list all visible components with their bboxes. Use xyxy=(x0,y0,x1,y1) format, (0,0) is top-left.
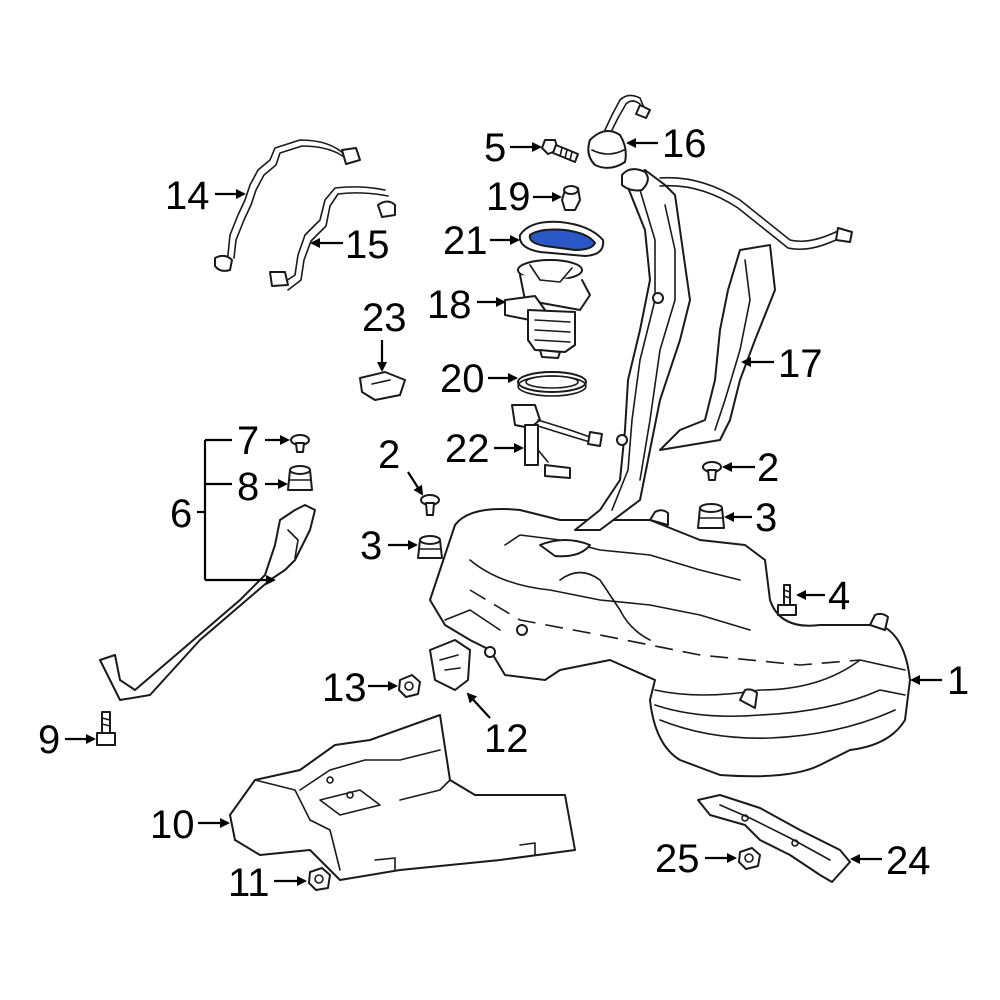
callout-17: 17 xyxy=(741,342,823,386)
bolt-part-4[interactable] xyxy=(777,584,797,616)
callout-label: 14 xyxy=(165,174,210,218)
bushing-part-8[interactable] xyxy=(287,465,313,491)
callout-label: 8 xyxy=(237,465,259,509)
callout-label: 17 xyxy=(778,342,823,386)
callout-10: 10 xyxy=(150,803,230,847)
callout-label: 16 xyxy=(662,122,707,166)
callout-24: 24 xyxy=(850,839,931,883)
heat-shield-part-24[interactable] xyxy=(697,794,851,883)
callout-7: 7 xyxy=(237,419,290,463)
bushing-part-3-right[interactable] xyxy=(697,503,725,529)
callout-13: 13 xyxy=(322,666,398,710)
callout-label: 20 xyxy=(440,357,485,401)
bushing-part-3-left[interactable] xyxy=(417,535,443,559)
callout-label: 2 xyxy=(757,446,779,490)
wire-harness-part-15[interactable] xyxy=(269,186,396,291)
clip-part-23[interactable] xyxy=(359,371,406,401)
callout-9: 9 xyxy=(38,718,96,762)
valve-part-19[interactable] xyxy=(561,185,581,211)
nut-part-13[interactable] xyxy=(398,674,421,698)
callout-label: 15 xyxy=(345,223,390,267)
callout-22: 22 xyxy=(445,427,524,471)
bolt-part-9[interactable] xyxy=(96,711,116,746)
callout-label: 5 xyxy=(484,126,506,170)
callout-label: 2 xyxy=(378,433,400,477)
callout-label: 11 xyxy=(228,861,270,905)
bolt-part-7[interactable] xyxy=(290,434,310,453)
shield-part-10[interactable] xyxy=(229,714,576,881)
callout-20: 20 xyxy=(440,357,518,401)
callout-label: 21 xyxy=(443,219,488,263)
filler-pipe-part-17[interactable] xyxy=(574,168,853,531)
callout-label: 23 xyxy=(362,296,407,340)
callout-12: 12 xyxy=(466,692,529,761)
callout-label: 12 xyxy=(484,717,529,761)
callout-2b: 2 xyxy=(722,446,779,490)
callout-2a: 2 xyxy=(378,433,424,496)
callout-label: 4 xyxy=(828,574,850,618)
callout-label: 9 xyxy=(38,718,60,762)
bolt-part-5[interactable] xyxy=(541,139,579,163)
sender-unit-part-22[interactable] xyxy=(511,404,603,479)
callout-3a: 3 xyxy=(360,524,418,568)
callout-label: 18 xyxy=(427,283,472,327)
callout-label: 19 xyxy=(486,175,531,219)
callout-1: 1 xyxy=(910,659,969,703)
callout-label: 25 xyxy=(655,837,700,881)
callout-label: 3 xyxy=(755,496,777,540)
callout-25: 25 xyxy=(655,837,737,881)
callout-label: 22 xyxy=(445,427,490,471)
callout-label: 10 xyxy=(150,803,195,847)
sensor-cap-part-16[interactable] xyxy=(587,94,651,169)
bolt-part-2-right[interactable] xyxy=(702,461,722,481)
callout-18: 18 xyxy=(427,283,506,327)
callout-21: 21 xyxy=(443,219,520,263)
lock-ring-part-20[interactable] xyxy=(517,371,587,397)
bracket-part-12[interactable] xyxy=(429,639,471,691)
callout-15: 15 xyxy=(310,223,390,267)
callout-3b: 3 xyxy=(724,496,777,540)
callout-label: 3 xyxy=(360,524,382,568)
nut-part-25[interactable] xyxy=(738,847,761,870)
bolt-part-2-left[interactable] xyxy=(420,494,440,516)
wire-harness-part-14[interactable] xyxy=(214,139,361,272)
callout-6: 6 xyxy=(170,438,276,585)
fuel-tank-part-1[interactable] xyxy=(429,508,911,778)
callout-11: 11 xyxy=(228,861,307,905)
callout-label: 7 xyxy=(237,419,259,463)
fuel-pump-part-18[interactable] xyxy=(504,259,591,359)
nut-part-11[interactable] xyxy=(308,867,331,891)
callout-16: 16 xyxy=(626,122,707,166)
callout-14: 14 xyxy=(165,174,246,218)
callout-label: 24 xyxy=(886,839,931,883)
callout-label: 1 xyxy=(947,659,969,703)
callout-5: 5 xyxy=(484,126,542,170)
callout-4: 4 xyxy=(796,574,850,618)
callout-label: 13 xyxy=(322,666,367,710)
callout-23: 23 xyxy=(362,296,407,372)
gasket-part-21-highlighted[interactable] xyxy=(518,220,605,257)
strap-part-6[interactable] xyxy=(99,504,316,701)
callout-19: 19 xyxy=(486,175,562,219)
callout-8: 8 xyxy=(237,465,288,509)
callout-label: 6 xyxy=(170,492,192,536)
